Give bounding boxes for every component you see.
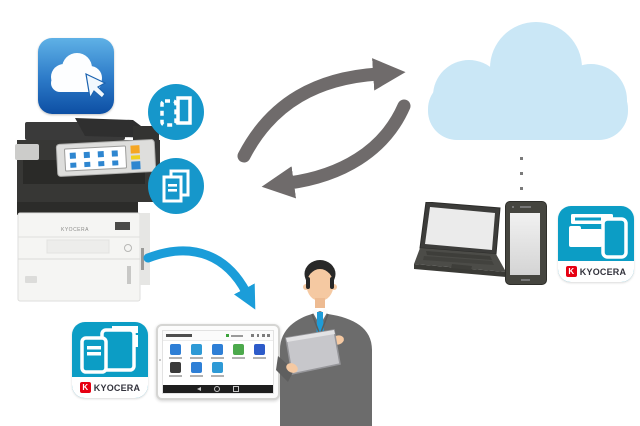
phone-speaker [520, 206, 531, 208]
printer-orange-key [130, 145, 140, 154]
person-businessman [276, 260, 372, 426]
mobile-print-app-icon: K KYOCERA [72, 322, 148, 398]
printer-touchscreen [64, 145, 127, 172]
scan-badge [148, 84, 204, 140]
person-face [306, 269, 334, 301]
tablet-camera-dot [159, 359, 161, 361]
phone-home-button [521, 279, 530, 281]
tablet-app-qr-code-icon [167, 362, 184, 377]
laptop [414, 202, 506, 277]
kyocera-logo-icon: K [79, 382, 91, 393]
tablet-screen [162, 330, 274, 394]
printer-control-panel [55, 139, 157, 177]
printer-and-phone-icon [569, 214, 628, 259]
tablet [156, 324, 280, 400]
tablet-app-row-1 [167, 344, 271, 359]
tablet-app-folder-icon [209, 344, 226, 359]
back-icon [197, 387, 202, 391]
tablet-app-toolbar [163, 331, 273, 341]
copy-badge [148, 158, 204, 214]
android-nav-bar [163, 385, 273, 393]
printer-brand-label: KYOCERA [61, 227, 89, 233]
tablet-app-scan-icon [188, 344, 205, 359]
tablet-app-row-2 [167, 362, 271, 377]
app-title-placeholder [166, 334, 192, 337]
person-forearm [276, 356, 294, 382]
toolbar-icons [251, 334, 270, 337]
kyocera-wordmark: KYOCERA [93, 382, 141, 393]
person-tablet [285, 329, 341, 375]
brand-band: K KYOCERA [72, 377, 148, 398]
brand-band: K KYOCERA [558, 261, 634, 282]
scan-document-icon [160, 96, 192, 127]
phone-camera-dot [512, 206, 514, 208]
recents-icon [233, 386, 239, 392]
sync-arrow-from-cloud-icon [261, 99, 411, 199]
mfp-printer: KYOCERA [15, 118, 160, 302]
smartphone [505, 201, 547, 285]
tablet-app-dropbox-icon [251, 344, 268, 359]
tablet-app-print-job-icon [188, 362, 205, 377]
tablet-app-print-pages-icon [167, 344, 184, 359]
dotted-link-icon [520, 157, 523, 205]
printer-blue-key [131, 161, 141, 170]
cloud [428, 22, 628, 140]
printer-body: KYOCERA [17, 212, 150, 302]
cloud-connect-app-icon [38, 38, 114, 114]
status-text-placeholder [231, 334, 243, 337]
mobile-app-icon-devices: K KYOCERA [558, 206, 634, 282]
printer-adf [25, 118, 159, 140]
status-dot [226, 334, 229, 337]
kyocera-logo-icon: K [565, 266, 577, 277]
stacked-documents-icon [162, 169, 190, 203]
kyocera-wordmark: KYOCERA [579, 266, 627, 277]
tablet-app-onedrive-icon [209, 362, 226, 377]
sync-arrow-to-cloud-icon [237, 58, 406, 163]
phone-tablet-printer-icon [80, 326, 138, 374]
phone-screen [510, 213, 540, 275]
tablet-app-evernote-icon [230, 344, 247, 359]
tablet-app-grid [163, 341, 273, 377]
cloud-with-cursor-icon [51, 53, 107, 100]
home-icon [214, 386, 221, 392]
cursor-arrow-icon [85, 72, 107, 100]
